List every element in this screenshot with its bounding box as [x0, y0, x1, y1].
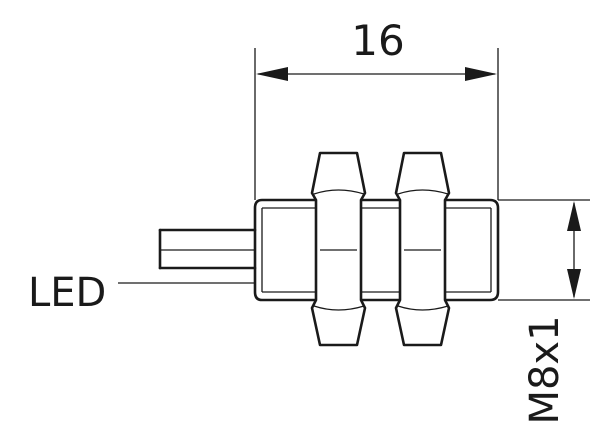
hex-nut-1: [310, 151, 367, 347]
thread-dimension: [567, 201, 581, 299]
thread-dimension-label: M8x1: [522, 315, 568, 424]
width-dimension-label: 16: [351, 16, 404, 65]
arrowhead-top: [567, 201, 581, 231]
cable: [158, 228, 257, 270]
arrowhead-left: [256, 67, 288, 81]
led-label: LED: [28, 270, 106, 316]
hex-nut-2: [394, 151, 451, 347]
arrowhead-right: [465, 67, 497, 81]
width-dimension: [256, 67, 497, 81]
sensor-body: [253, 198, 500, 302]
arrowhead-bottom: [567, 269, 581, 299]
